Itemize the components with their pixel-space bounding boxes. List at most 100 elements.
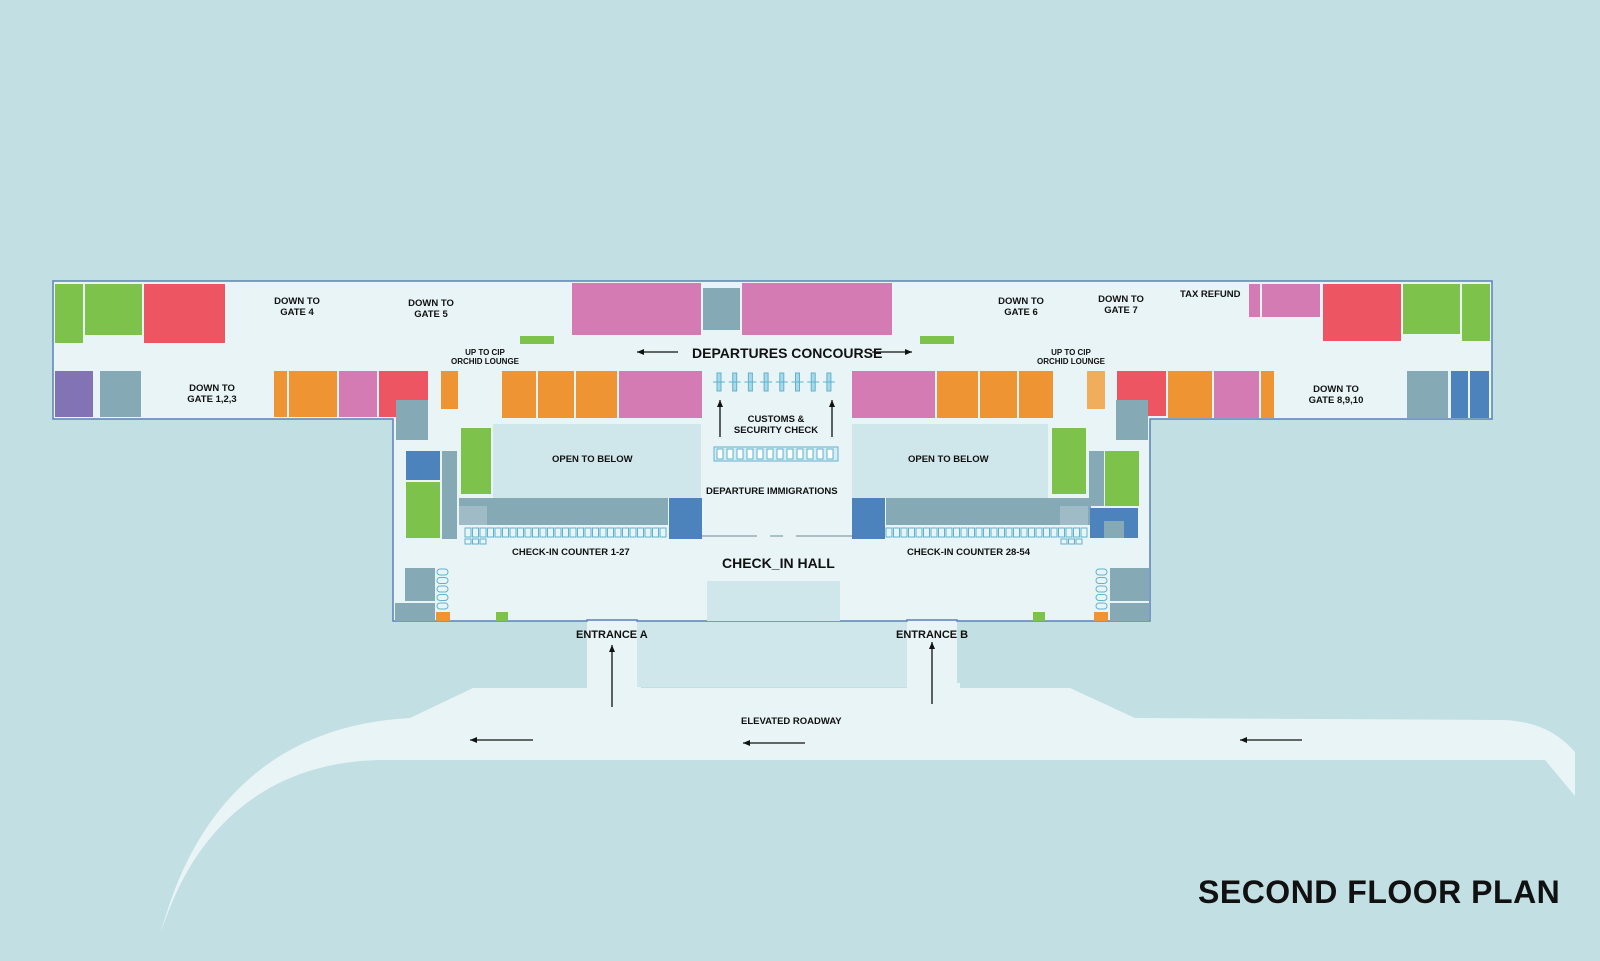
check-in-desk [472,527,479,538]
check-in-desk [547,527,554,538]
check-in-desk [983,527,990,538]
check-in-counter-left-label: CHECK-IN COUNTER 1-27 [512,547,630,558]
immigration-booth [766,448,774,460]
check-in-desk [1075,538,1083,545]
check-in-desk [562,527,569,538]
check-in-desk [592,527,599,538]
entrance-a-label: ENTRANCE A [576,629,648,641]
check-in-desk [1080,527,1088,538]
seat [1095,577,1108,584]
office-blue [669,498,702,539]
check-in-desks-left-lower [464,538,487,545]
open-to-below-right-label: OPEN TO BELOW [908,454,989,465]
check-in-desk [1020,527,1028,538]
seats-left [436,568,449,610]
check-in-hall-label: CHECK_IN HALL [722,555,835,571]
check-in-desk [577,527,584,538]
check-in-desk [509,527,517,538]
check-in-desk [900,527,908,538]
shop-grey [1104,521,1124,538]
check-in-desk [472,538,479,545]
check-in-desk [915,527,923,538]
check-in-desk [464,527,472,538]
gate-8910-label: DOWN TO GATE 8,9,10 [1308,384,1364,406]
shop-grey [1116,400,1148,440]
gate-6-label: DOWN TO GATE 6 [998,296,1044,318]
check-in-desks-right [885,527,1088,538]
seat [1095,585,1108,593]
check-in-desk [1050,527,1058,538]
check-in-desk [554,527,562,538]
open-to-below-right [852,424,1048,498]
gate-7-label: DOWN TO GATE 7 [1098,294,1144,316]
shop-orange [1168,371,1212,418]
seat [436,577,449,584]
check-in-desk [607,527,614,538]
shop-green-small [520,336,554,344]
shop-orange [502,371,536,418]
check-in-desk [975,527,983,538]
check-in-desk [968,527,975,538]
check-in-counter-right-label: CHECK-IN COUNTER 28-54 [907,547,1030,558]
shop-green [1052,428,1086,494]
check-in-desk [945,527,953,538]
gate-5-label: DOWN TO GATE 5 [408,298,454,320]
shop-blue [1451,371,1468,418]
check-in-desk [532,527,539,538]
shop-green [55,284,83,343]
check-in-desk [1028,527,1035,538]
immigration-booth [776,448,784,460]
seats-right [1095,568,1108,610]
shop-orange [538,371,574,418]
seat [1095,594,1108,601]
shop-grey [1407,371,1448,418]
office-blue [852,498,885,539]
shop-green [461,428,491,494]
check-in-desk [1073,527,1080,538]
immigration-booth [756,448,764,460]
shop-pink [619,371,702,418]
shop-grey [405,568,435,601]
shop-pink [572,283,701,335]
gate-4-label: DOWN TO GATE 4 [274,296,320,318]
shop-purple [55,371,93,417]
check-in-desk [569,527,577,538]
check-in-desks-right-lower [1060,538,1083,545]
cip-lounge-left-label: UP TO CIP ORCHID LOUNGE [451,348,519,367]
immigration-booth [726,448,734,460]
shop-blue [1470,371,1489,418]
cip-lounge-right-label: UP TO CIP ORCHID LOUNGE [1037,348,1105,367]
tax-refund-label: TAX REFUND [1180,289,1241,300]
check-in-desk [990,527,998,538]
check-in-desk [1005,527,1013,538]
immigration-booth [806,448,814,460]
immigration-booth [716,448,724,460]
shop-grey [100,371,141,417]
open-to-below-left-label: OPEN TO BELOW [552,454,633,465]
shop-green [1403,284,1460,334]
immigration-booth [736,448,744,460]
check-in-desk [502,527,509,538]
check-in-desk [1060,538,1068,545]
immigration-booth [796,448,804,460]
check-in-desk [1035,527,1043,538]
immigration-booth [816,448,824,460]
shop-red [1323,284,1401,341]
shop-pink [1262,284,1320,317]
office-grey [1060,506,1088,525]
elevated-roadway-label: ELEVATED ROADWAY [741,716,842,727]
shop-grey [703,288,740,330]
check-in-desk [953,527,960,538]
check-in-desk [464,538,472,545]
check-in-desk [644,527,652,538]
check-in-desk [1058,527,1065,538]
shop-orange [937,371,978,418]
check-in-desk [539,527,547,538]
shop-pink [742,283,892,335]
immigration-booth [826,448,834,460]
check-in-desk [885,527,893,538]
check-in-desk [652,527,659,538]
shop-pink [852,371,935,418]
shop-orange [980,371,1017,418]
